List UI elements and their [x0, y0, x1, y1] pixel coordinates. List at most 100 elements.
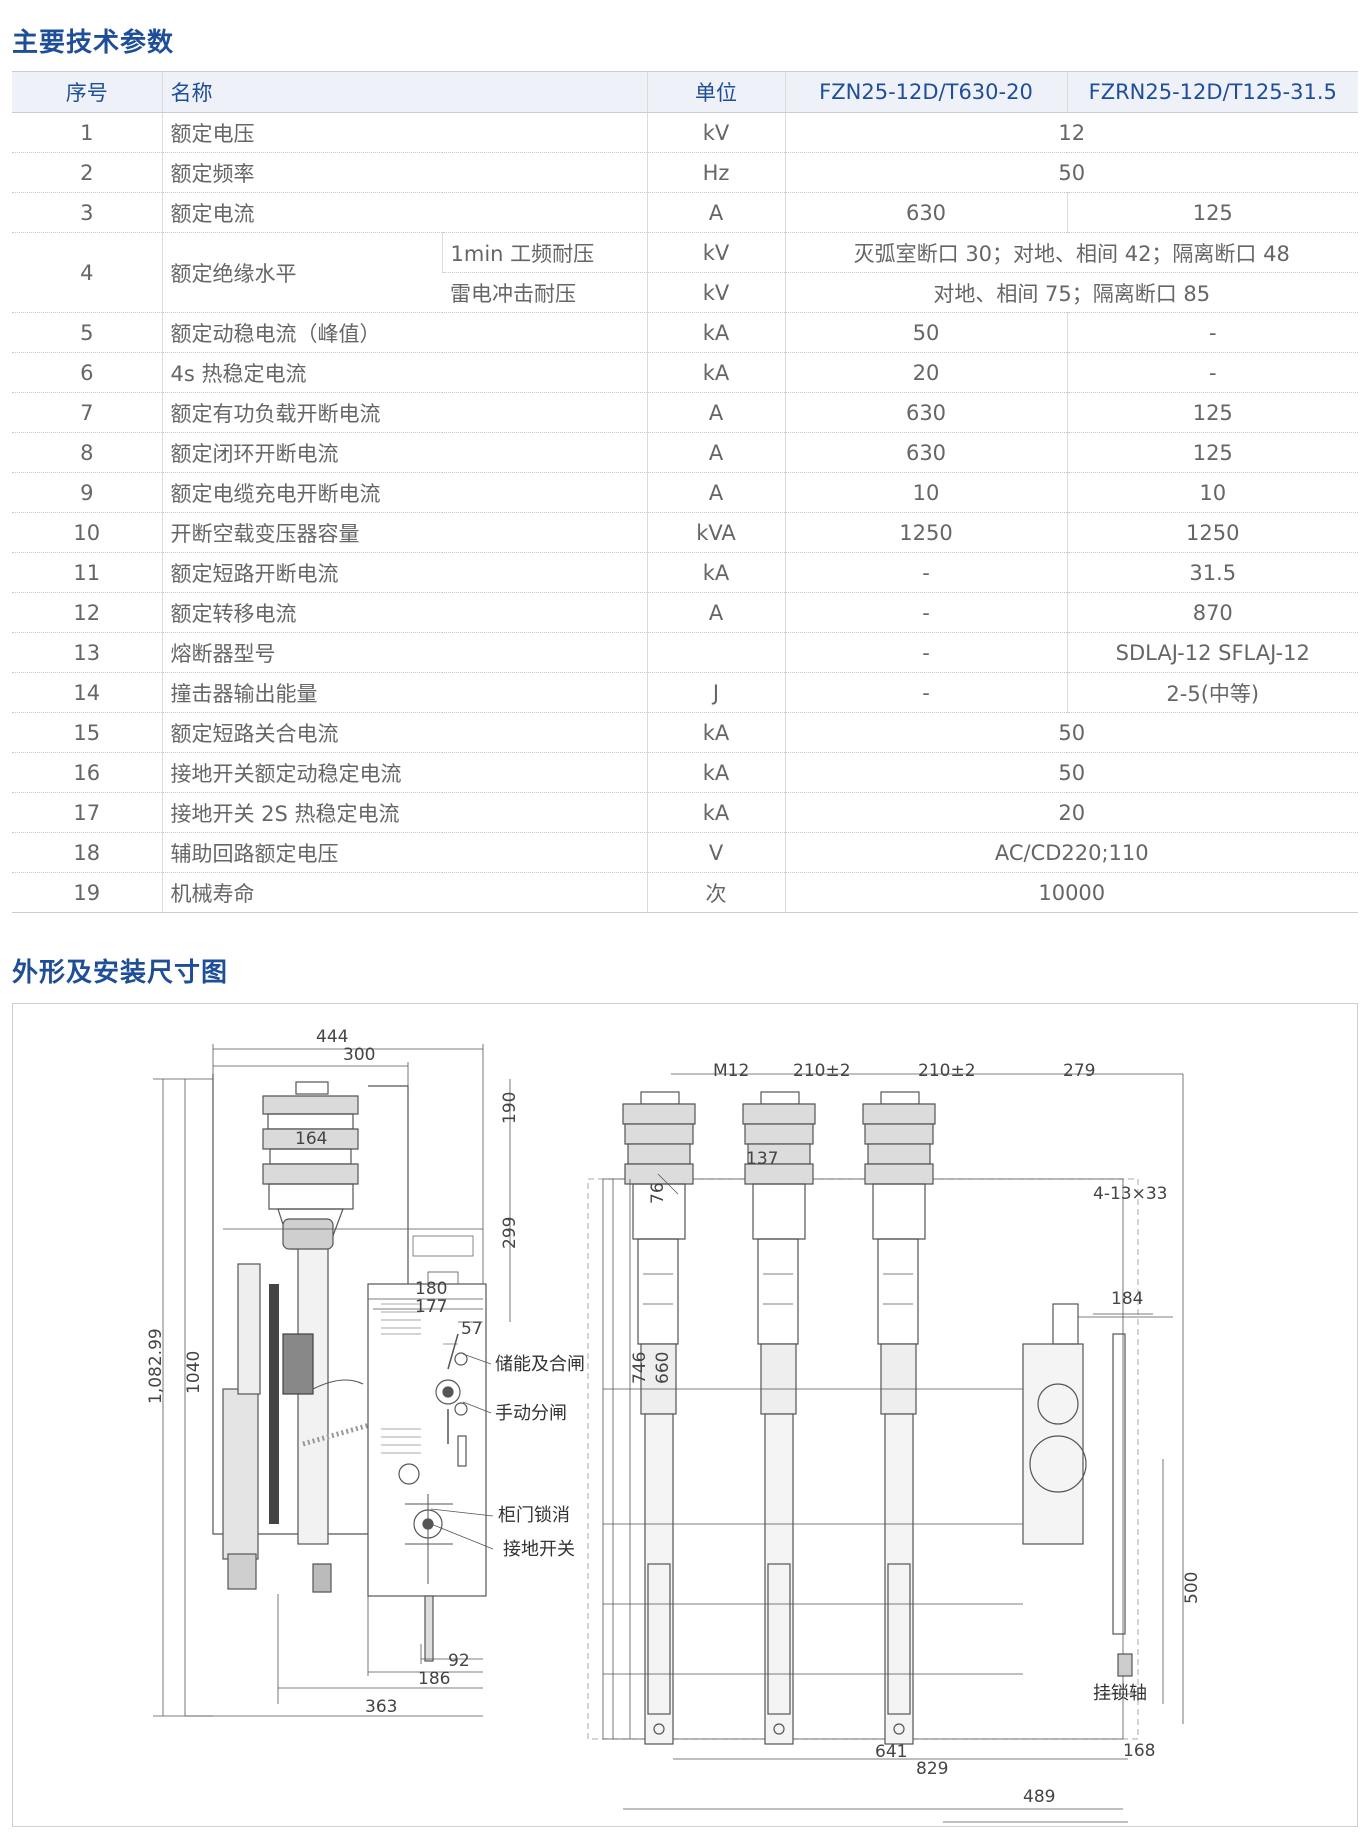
label-earth-switch: 接地开关	[503, 1539, 575, 1560]
technical-drawing-svg: 444 300 190 164 299 180 177 57 1,082.99 …	[146, 1027, 1202, 1823]
cell-unit: Hz	[646, 152, 785, 193]
cell-value-model1: 50	[784, 312, 1067, 353]
cell-value-model1: 10	[784, 472, 1067, 513]
cell-no: 15	[12, 712, 162, 753]
cell-unit: A	[646, 392, 785, 433]
dim-210a: 210±2	[793, 1061, 851, 1081]
cell-name: 机械寿命	[161, 872, 647, 913]
cell-unit: kA	[646, 312, 785, 353]
label-lock-shaft: 挂锁轴	[1093, 1683, 1147, 1704]
cell-value-model2: 125	[1066, 392, 1358, 433]
cell-value-model2: SDLAJ-12 SFLAJ-12	[1066, 632, 1358, 673]
cell-name: 额定动稳电流（峰值）	[161, 312, 647, 353]
cell-name: 撞击器输出能量	[161, 672, 647, 713]
cell-value-model2: -	[1066, 312, 1358, 353]
cell-value-merged: 10000	[784, 872, 1358, 913]
cell-name: 额定频率	[161, 152, 647, 193]
cell-name: 额定电缆充电开断电流	[161, 472, 647, 513]
section-title-drawing: 外形及安装尺寸图	[12, 958, 229, 988]
pole-3	[862, 1091, 936, 1745]
cell-unit: 次	[646, 872, 785, 913]
dim-164: 164	[295, 1129, 327, 1149]
cell-value-model2: 870	[1066, 592, 1358, 633]
cell-no: 19	[12, 872, 162, 913]
cell-no: 18	[12, 832, 162, 873]
pole-2	[742, 1091, 816, 1745]
dim-76: 76	[648, 1182, 668, 1204]
label-door-lock: 柜门锁消	[498, 1505, 570, 1526]
side-view	[153, 1044, 511, 1717]
cell-unit: A	[646, 592, 785, 633]
header-model1: FZN25-12D/T630-20	[784, 71, 1067, 113]
dim-363: 363	[365, 1697, 397, 1717]
dim-57: 57	[461, 1319, 483, 1339]
cell-value-model2: 31.5	[1066, 552, 1358, 593]
dim-300: 300	[343, 1045, 375, 1065]
cell-value-merged: AC/CD220;110	[784, 832, 1358, 873]
header-unit: 单位	[646, 71, 785, 113]
cell-unit: kV	[646, 112, 785, 153]
cell-name: 额定电压	[161, 112, 647, 153]
dim-137: 137	[746, 1149, 778, 1169]
cell-unit: kVA	[646, 512, 785, 553]
cell-no: 11	[12, 552, 162, 593]
cell-value-model2: 2-5(中等)	[1066, 672, 1358, 713]
cell-value-model2: 10	[1066, 472, 1358, 513]
cell-value-merged: 20	[784, 792, 1358, 833]
table-header-row: 序号 名称 单位 FZN25-12D/T630-20 FZRN25-12D/T1…	[12, 71, 1358, 113]
header-no: 序号	[12, 71, 162, 113]
table-row: 4 额定绝缘水平 1min 工频耐压 kV 灭弧室断口 30；对地、相间 42；…	[12, 232, 1358, 313]
cell-value-model2: -	[1066, 352, 1358, 393]
dim-299: 299	[500, 1217, 520, 1249]
cell-unit: kA	[646, 552, 785, 593]
cell-no: 4	[12, 232, 162, 313]
cell-name: 接地开关 2S 热稳定电流	[161, 792, 647, 833]
cell-name: 开断空载变压器容量	[161, 512, 647, 553]
cell-no: 2	[12, 152, 162, 193]
cell-value-model1: -	[784, 632, 1067, 673]
cell-unit: kA	[646, 352, 785, 393]
cell-name: 辅助回路额定电压	[161, 832, 647, 873]
cell-name: 额定转移电流	[161, 592, 647, 633]
cell-unit: A	[646, 472, 785, 513]
dim-279: 279	[1063, 1061, 1095, 1081]
section-title-specs: 主要技术参数	[12, 28, 175, 58]
dim-177: 177	[415, 1297, 447, 1317]
cell-value-merged: 灭弧室断口 30；对地、相间 42；隔离断口 48	[784, 232, 1358, 273]
cell-value-model1: -	[784, 552, 1067, 593]
dim-660: 660	[653, 1352, 673, 1384]
cell-name: 额定短路关合电流	[161, 712, 647, 753]
cell-unit	[646, 632, 785, 673]
cell-no: 5	[12, 312, 162, 353]
label-manual-open: 手动分闸	[495, 1403, 567, 1424]
dim-holes: 4-13×33	[1093, 1184, 1167, 1204]
cell-name: 4s 热稳定电流	[161, 352, 647, 393]
cell-unit: kV	[646, 232, 785, 273]
cell-name: 接地开关额定动稳定电流	[161, 752, 647, 793]
cell-unit: kA	[646, 752, 785, 793]
cell-no: 14	[12, 672, 162, 713]
cell-name: 熔断器型号	[161, 632, 647, 673]
dim-746: 746	[630, 1352, 650, 1384]
spec-table: 序号 名称 单位 FZN25-12D/T630-20 FZRN25-12D/T1…	[12, 71, 1358, 913]
dim-92: 92	[448, 1651, 470, 1671]
cell-value-model2: 125	[1066, 432, 1358, 473]
dim-641: 641	[875, 1742, 907, 1762]
cell-unit: A	[646, 432, 785, 473]
cell-value-model1: 20	[784, 352, 1067, 393]
cell-value-model2: 125	[1066, 192, 1358, 233]
cell-no: 16	[12, 752, 162, 793]
cell-unit: kA	[646, 712, 785, 753]
cell-subname: 雷电冲击耐压	[442, 272, 647, 313]
